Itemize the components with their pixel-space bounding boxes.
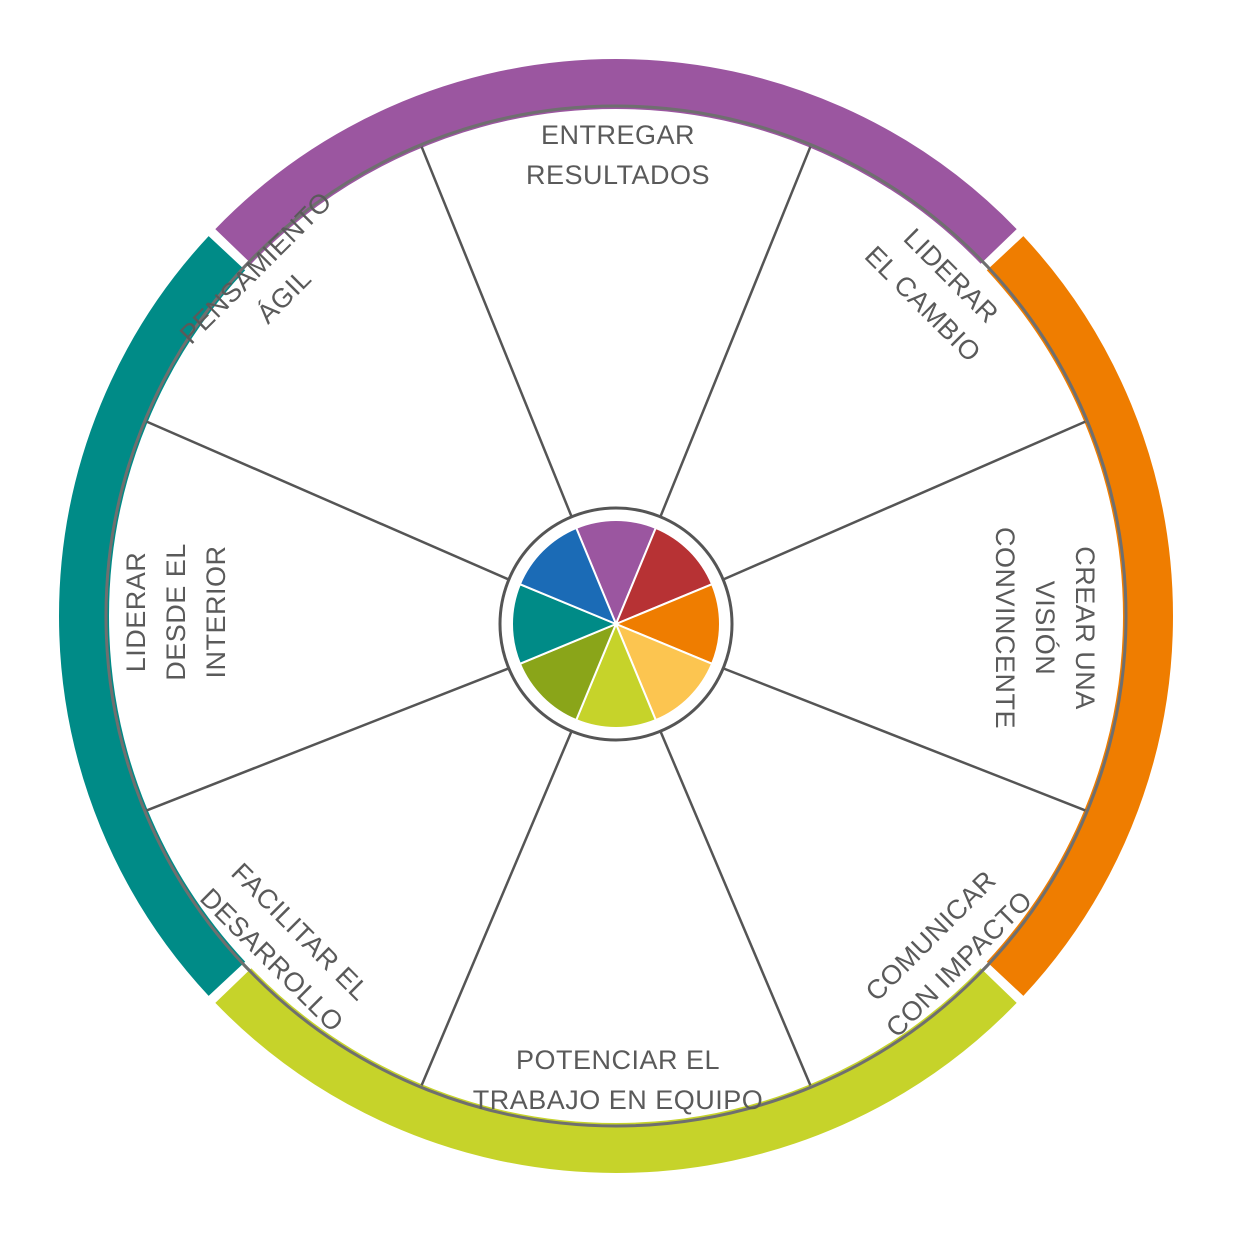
ring-band-resultados bbox=[215, 59, 1017, 264]
center-wedge-3 bbox=[613, 582, 721, 666]
segment-label-line: POTENCIAR EL bbox=[516, 1045, 720, 1075]
center-wedge-1 bbox=[574, 519, 658, 627]
segment-label-entregar-resultados: ENTREGAR RESULTADOS bbox=[526, 120, 710, 190]
ring-band-centrado bbox=[59, 236, 246, 996]
segment-label-line: CREAR UNA bbox=[1070, 546, 1100, 710]
center-wedge-7 bbox=[511, 582, 619, 666]
segment-label-line: CONVINCENTE bbox=[990, 527, 1020, 729]
segment-label-line: DESDE EL bbox=[161, 543, 191, 681]
segment-label-line: VISIÓN bbox=[1030, 581, 1061, 676]
segment-divider-5 bbox=[657, 726, 812, 1086]
segment-label-line: RESULTADOS bbox=[526, 160, 710, 190]
ring-band-relaciones bbox=[215, 968, 1017, 1173]
segment-divider-7 bbox=[146, 665, 513, 812]
segment-divider-4 bbox=[719, 665, 1086, 812]
segment-label-line: ENTREGAR bbox=[541, 120, 695, 150]
center-wedge-5 bbox=[574, 621, 658, 729]
segment-divider-2 bbox=[657, 146, 812, 521]
center-wedge-6 bbox=[518, 622, 618, 722]
ring-arcs bbox=[59, 59, 1173, 1173]
center-wedge-8 bbox=[518, 526, 618, 626]
segment-label-line: TRABAJO EN EQUIPO bbox=[473, 1085, 764, 1115]
center-color-wheel bbox=[511, 519, 721, 729]
ring-band-visionario bbox=[986, 236, 1173, 996]
segment-dividers bbox=[146, 146, 1086, 1086]
segment-label-potenciar-el-trabajo-en-equipo: POTENCIAR EL TRABAJO EN EQUIPO bbox=[473, 1045, 764, 1115]
segment-label-crear-una-vision-convincente: CREAR UNA VISIÓN CONVINCENTE bbox=[990, 527, 1100, 729]
segment-label-liderar-desde-el-interior: LIDERAR DESDE EL INTERIOR bbox=[121, 543, 231, 681]
segment-divider-3 bbox=[718, 420, 1086, 583]
segment-divider-6 bbox=[420, 726, 575, 1086]
center-wedge-2 bbox=[614, 526, 714, 626]
center-wedge-4 bbox=[614, 622, 714, 722]
segment-divider-1 bbox=[420, 146, 575, 521]
segment-label-line: INTERIOR bbox=[201, 545, 231, 678]
segment-label-line: LIDERAR bbox=[121, 552, 151, 673]
segment-divider-8 bbox=[146, 420, 514, 583]
